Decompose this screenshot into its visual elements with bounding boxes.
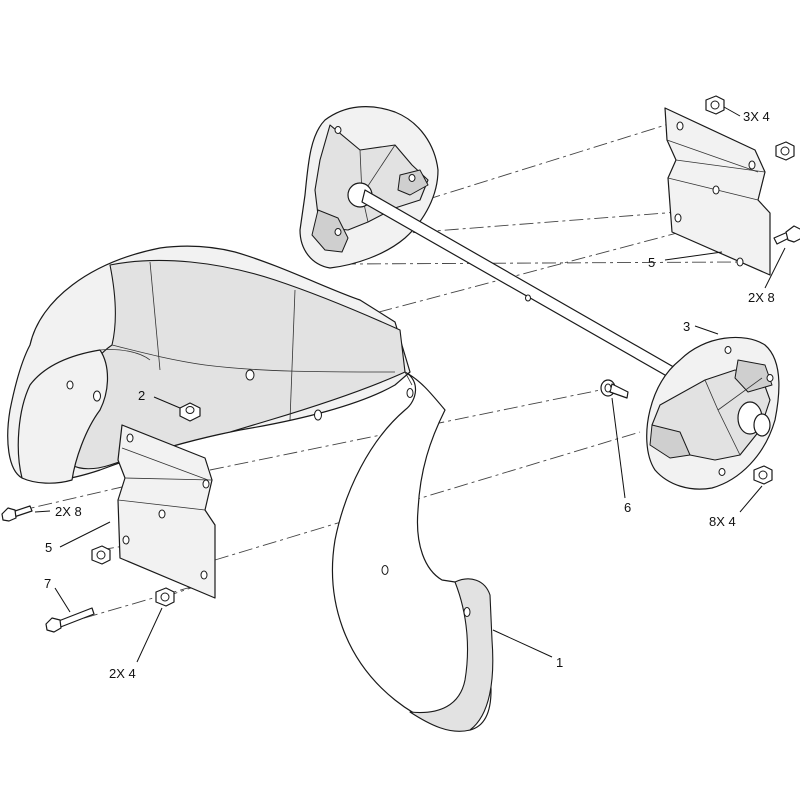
bolt-left <box>1 505 33 522</box>
nut-top-right <box>705 95 725 115</box>
nut-left-lower <box>155 587 175 607</box>
left-scraper-bracket <box>117 424 216 599</box>
auger-shaft <box>361 189 706 396</box>
leader-2 <box>153 396 181 409</box>
nut-right-lower <box>753 465 773 485</box>
leader-6 <box>611 397 626 499</box>
callout-7: 7 <box>44 576 52 591</box>
nut-right-upper <box>775 141 795 161</box>
callout-1: 1 <box>556 655 564 670</box>
callout-5-right: 5 <box>648 255 656 270</box>
callout-3: 3 <box>683 319 691 334</box>
callout-6: 6 <box>624 500 632 515</box>
leader-2x8-right <box>764 247 786 289</box>
spacer-part-2 <box>179 402 201 422</box>
right-scraper-bracket <box>664 107 771 276</box>
nut-left-upper <box>91 545 111 565</box>
callout-qty-2x4: 2X 4 <box>109 666 136 681</box>
callout-qty-2x8-left: 2X 8 <box>55 504 82 519</box>
callout-qty-8x4: 8X 4 <box>709 514 736 529</box>
leader-7 <box>54 587 71 613</box>
hardware-bolts <box>1 225 800 633</box>
leader-1 <box>492 629 553 658</box>
bolt-right <box>773 225 800 245</box>
shear-pin-part-6 <box>600 379 629 399</box>
leader-3 <box>694 325 719 335</box>
leader-5-left <box>59 521 111 548</box>
leader-2x8-left <box>34 510 51 513</box>
auger-housing <box>7 245 494 732</box>
callout-qty-3x4: 3X 4 <box>743 109 770 124</box>
callout-5-left: 5 <box>45 540 53 555</box>
leader-3x4 <box>723 106 741 117</box>
hardware-nuts <box>91 95 795 607</box>
leader-5-right <box>664 251 723 261</box>
leader-8x4 <box>739 485 763 513</box>
callout-qty-2x8-right: 2X 8 <box>748 290 775 305</box>
auger-impeller-left <box>299 106 439 269</box>
leader-lines <box>34 106 786 663</box>
callout-2: 2 <box>138 388 146 403</box>
bolt-part-7 <box>45 607 95 633</box>
auger-impeller-right <box>646 336 780 490</box>
leader-2x4 <box>136 607 163 663</box>
